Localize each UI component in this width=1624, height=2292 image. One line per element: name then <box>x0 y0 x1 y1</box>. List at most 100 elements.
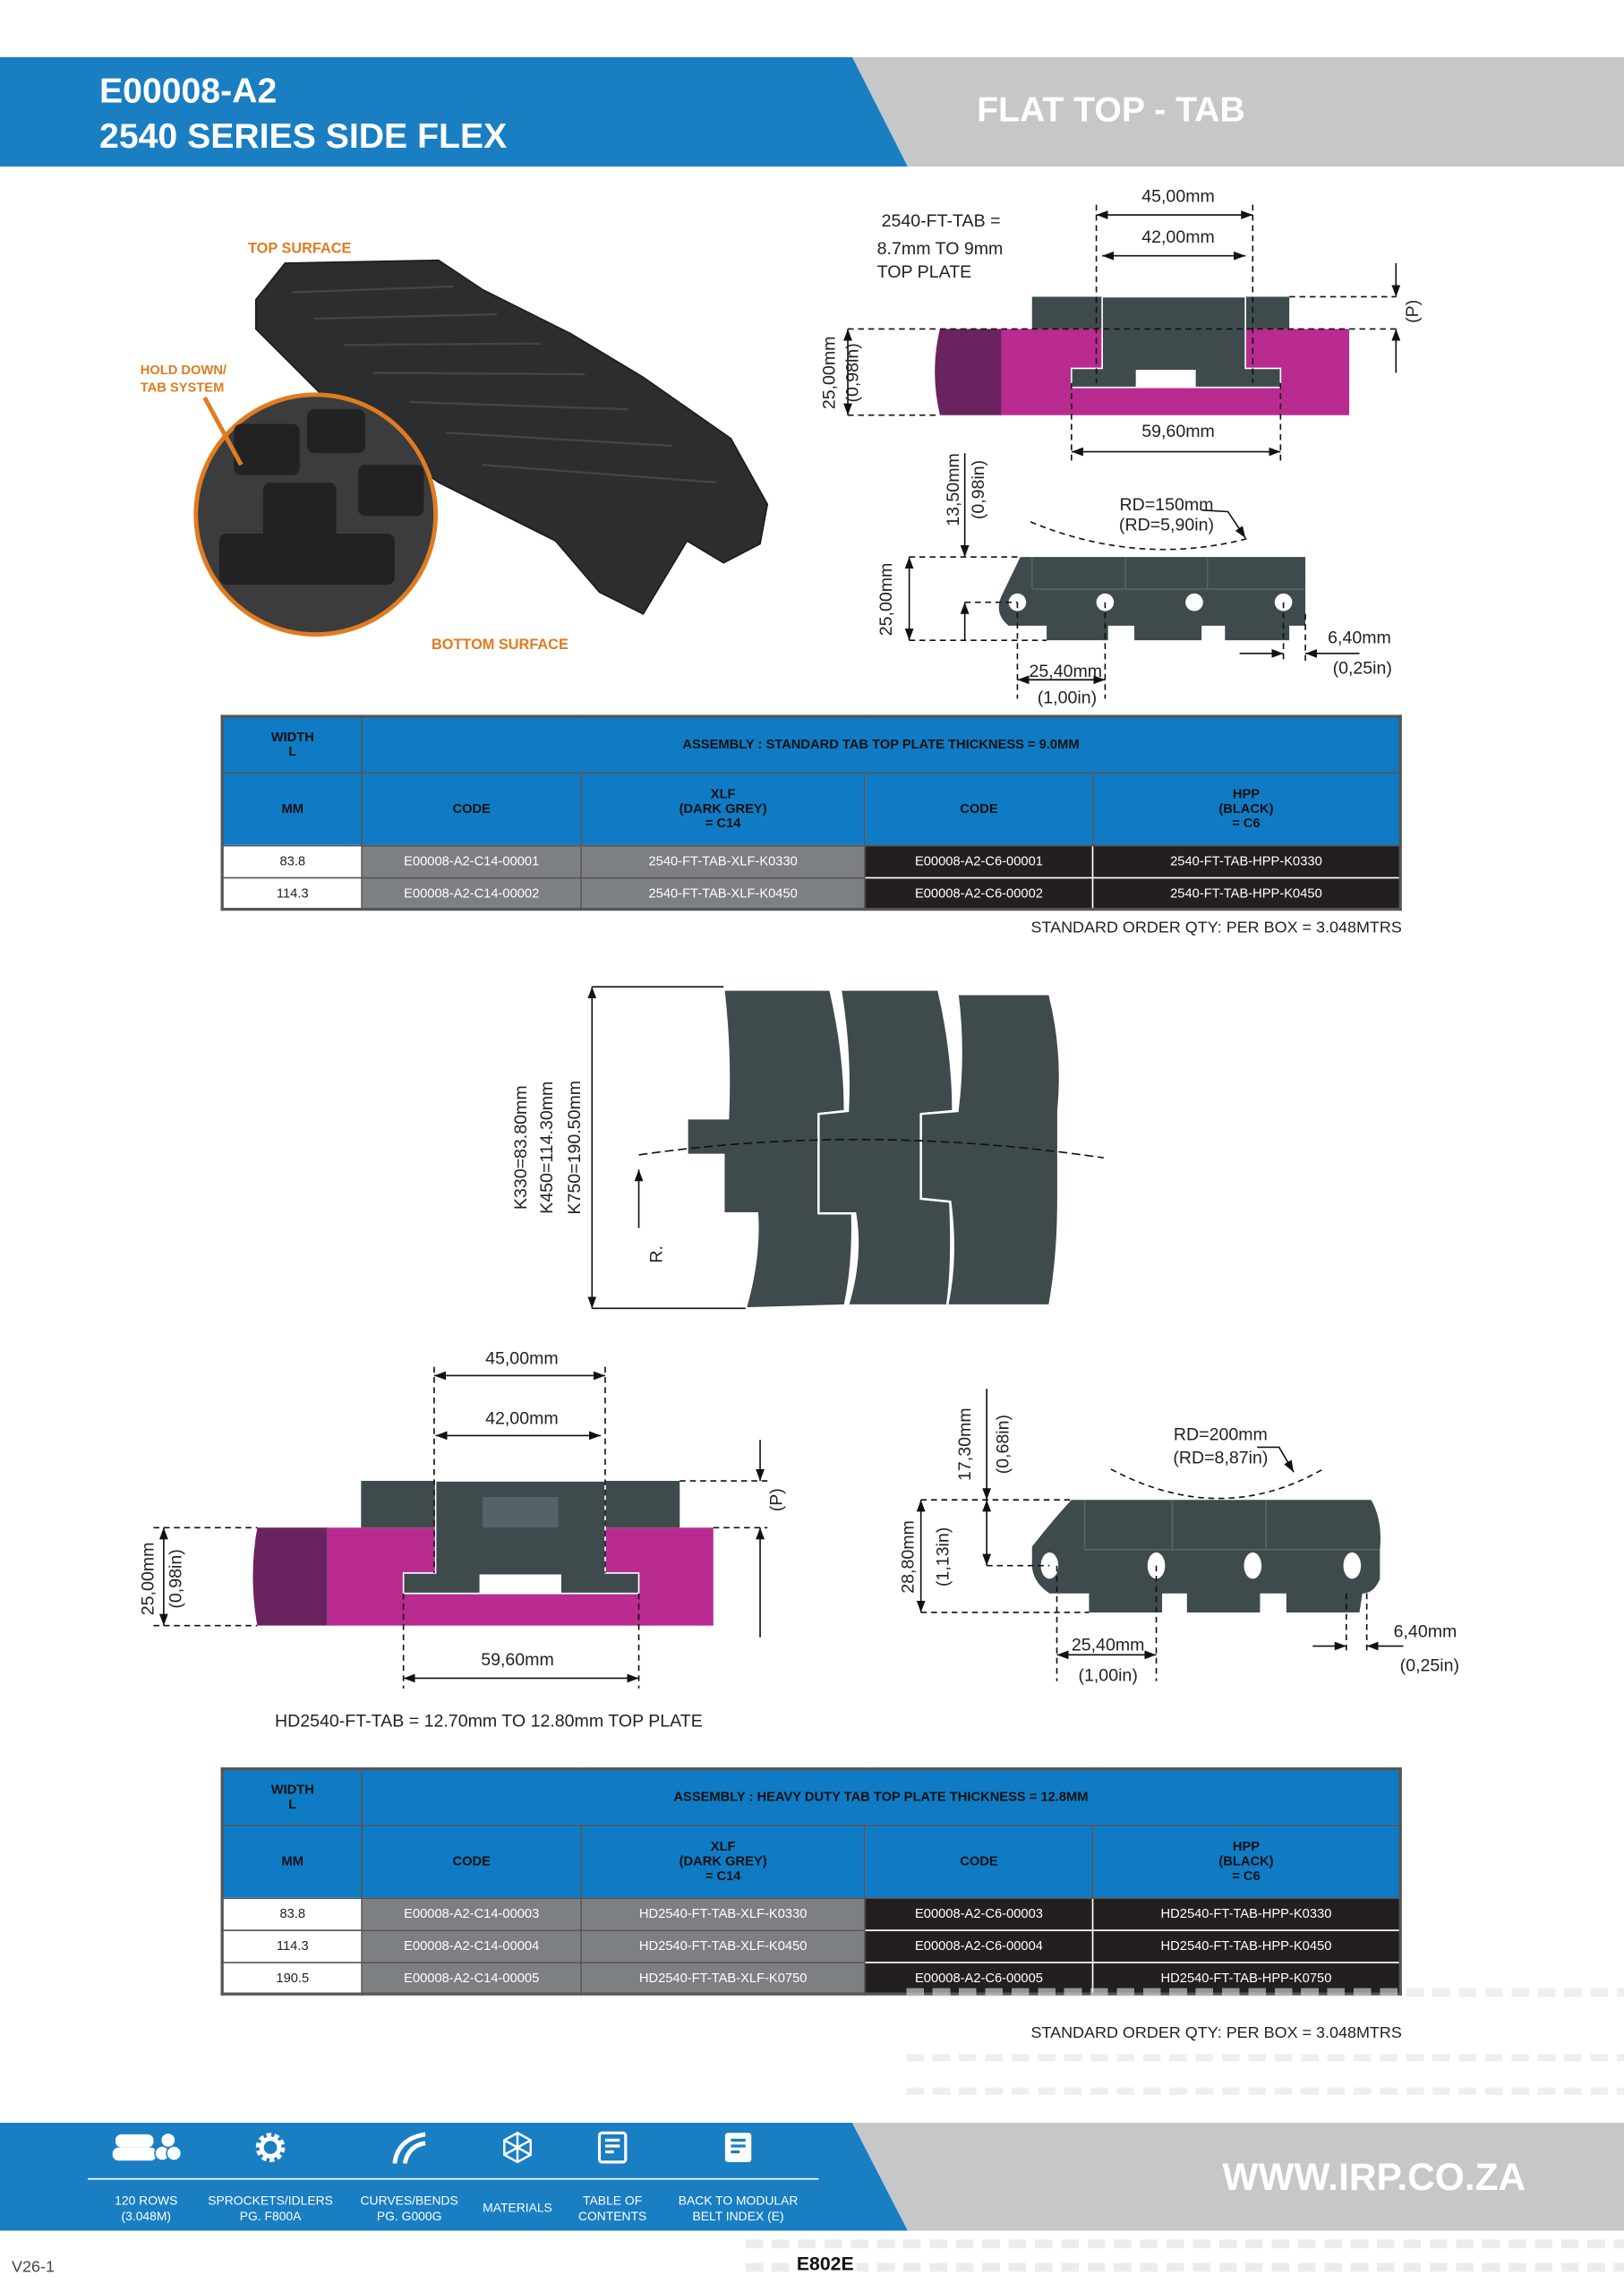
dim-25: 25,00mm <box>819 337 839 410</box>
hpp-part-cell: 2540-FT-TAB-HPP-K0450 <box>1091 876 1402 911</box>
hd-dim-pitch-in: (1,00in) <box>1078 1666 1137 1686</box>
width-cell: 114.3 <box>221 876 363 911</box>
standard-side-view: 13,50mm (0,98in) RD=150mm (RD=5,90in) 25… <box>876 453 1392 707</box>
curve-radius: R. <box>647 1245 667 1263</box>
std-note-2: 8.7mm TO 9mm <box>877 239 1004 259</box>
hpp-code-cell: E00008-A2-C6-00003 <box>864 1896 1094 1931</box>
curve-k330: K330=83.80mm <box>511 1085 531 1210</box>
code-header: CODE <box>361 771 582 846</box>
hpp-code-cell: E00008-A2-C6-00002 <box>864 876 1094 911</box>
website-link[interactable]: WWW.IRP.CO.ZA <box>1222 2154 1526 2199</box>
dim-p: (P) <box>1403 300 1423 323</box>
std-note-1: 2540-FT-TAB = <box>882 211 1001 231</box>
document-icon <box>597 2131 628 2164</box>
hd-dim-28-8: 28,80mm <box>899 1520 919 1594</box>
dim-side-25: 25,00mm <box>876 563 896 637</box>
assembly-header: ASSEMBLY : STANDARD TAB TOP PLATE THICKN… <box>361 715 1402 773</box>
dim-offset: 6,40mm <box>1328 628 1391 647</box>
dim-13-5: 13,50mm <box>944 453 963 526</box>
xlf-part-cell: 2540-FT-TAB-XLF-K0450 <box>580 876 867 911</box>
code-header-2: CODE <box>864 1823 1094 1899</box>
category-title: FLAT TOP - TAB <box>977 90 1245 131</box>
version-label: V26-1 <box>12 2258 56 2277</box>
table-row: 114.3 E00008-A2-C14-00002 2540-FT-TAB-XL… <box>221 876 1402 911</box>
hpp-code-cell: E00008-A2-C6-00001 <box>864 843 1094 878</box>
dim-25-in: (0,98in) <box>842 343 862 402</box>
product-series: 2540 SERIES SIDE FLEX <box>99 116 508 157</box>
hpp-code-cell: E00008-A2-C6-00004 <box>864 1929 1094 1963</box>
width-cell: 190.5 <box>221 1961 363 1995</box>
hd-dim-pitch: 25,40mm <box>1072 1635 1145 1655</box>
decorative-pattern <box>906 2054 1624 2062</box>
belt-product-photo: TOP SURFACE HOLD DOWN/ TAB SYSTEM BOTTOM… <box>141 240 769 653</box>
xlf-code-cell: E00008-A2-C14-00003 <box>361 1896 582 1931</box>
xlf-code-cell: E00008-A2-C14-00001 <box>361 843 582 878</box>
xlf-part-cell: HD2540-FT-TAB-XLF-K0450 <box>580 1929 867 1963</box>
molecule-icon <box>503 2131 532 2164</box>
document-icon <box>724 2133 752 2162</box>
dim-59: 59,60mm <box>1141 422 1215 441</box>
xlf-code-cell: E00008-A2-C14-00005 <box>361 1961 582 1995</box>
hpp-header: HPP(BLACK)= C6 <box>1091 1823 1402 1899</box>
hd-dim-45: 45,00mm <box>485 1348 559 1368</box>
standard-order-qty: STANDARD ORDER QTY: PER BOX = 3.048MTRS <box>1030 919 1402 937</box>
hd-dim-p: (P) <box>767 1488 787 1511</box>
hpp-header: HPP(BLACK)= C6 <box>1091 771 1402 846</box>
hd-dim-17-3: 17,30mm <box>955 1407 975 1481</box>
hd-dim-28-8-in: (1,13in) <box>934 1527 953 1586</box>
hd-note: HD2540-FT-TAB = 12.70mm TO 12.80mm TOP P… <box>275 1711 703 1731</box>
xlf-part-cell: 2540-FT-TAB-XLF-K0330 <box>580 843 867 878</box>
product-code: E00008-A2 <box>99 72 278 112</box>
hd-side-view: 17,30mm (0,68in) RD=200mm (RD=8,87in) 28… <box>899 1389 1459 1686</box>
hd-dim-25: 25,00mm <box>138 1543 158 1616</box>
curve-k450: K450=114.30mm <box>537 1082 557 1214</box>
width-cell: 83.8 <box>221 843 363 878</box>
radius-150-in: (RD=5,90in) <box>1119 516 1214 535</box>
bottom-surface-label: BOTTOM SURFACE <box>432 637 568 653</box>
code-header-2: CODE <box>864 771 1094 846</box>
footer-link-materials[interactable]: MATERIALS <box>452 2131 584 2217</box>
hd-dim-17-3-in: (0,68in) <box>994 1415 1013 1474</box>
hd-order-qty: STANDARD ORDER QTY: PER BOX = 3.048MTRS <box>1030 2024 1402 2043</box>
gear-icon <box>255 2133 286 2162</box>
xlf-part-cell: HD2540-FT-TAB-XLF-K0330 <box>580 1896 867 1931</box>
dim-13-5-in: (0,98in) <box>969 460 988 519</box>
table-row: 83.8 E00008-A2-C14-00003 HD2540-FT-TAB-X… <box>221 1896 1402 1931</box>
footer-link-rows[interactable]: 120 ROWS(3.048M) <box>81 2132 212 2225</box>
dim-42: 42,00mm <box>1141 227 1215 247</box>
xlf-header: XLF(DARK GREY)= C14 <box>580 771 867 846</box>
hd-dim-offset: 6,40mm <box>1394 1622 1457 1642</box>
hold-down-label-2: TAB SYSTEM <box>141 381 225 396</box>
hd-dim-25-in: (0,98in) <box>166 1549 185 1608</box>
table-row: 114.3 E00008-A2-C14-00004 HD2540-FT-TAB-… <box>221 1929 1402 1963</box>
xlf-code-cell: E00008-A2-C14-00004 <box>361 1929 582 1963</box>
xlf-part-cell: HD2540-FT-TAB-XLF-K0750 <box>580 1961 867 1995</box>
top-surface-label: TOP SURFACE <box>248 240 352 256</box>
dim-45: 45,00mm <box>1141 186 1215 206</box>
hd-dim-59: 59,60mm <box>481 1650 554 1670</box>
hold-down-label-1: HOLD DOWN/ <box>141 363 227 378</box>
assembly-header: ASSEMBLY : HEAVY DUTY TAB TOP PLATE THIC… <box>361 1767 1402 1826</box>
decorative-pattern <box>906 1988 1624 1997</box>
header-gray-band <box>851 56 1624 167</box>
radius-200-in: (RD=8,87in) <box>1173 1448 1268 1467</box>
page-title: E00008-A2 2540 SERIES SIDE FLEX <box>99 69 507 159</box>
header-blue-band <box>0 56 908 167</box>
curve-icon <box>392 2132 426 2164</box>
decorative-pattern <box>745 2239 1624 2249</box>
radius-150: RD=150mm <box>1119 495 1213 515</box>
width-cell: 83.8 <box>221 1896 363 1931</box>
xlf-code-cell: E00008-A2-C14-00002 <box>361 876 582 911</box>
table-row: 83.8 E00008-A2-C14-00001 2540-FT-TAB-XLF… <box>221 843 1402 878</box>
rolls-icon <box>112 2132 183 2162</box>
hd-dim-offset-in: (0,25in) <box>1400 1655 1459 1675</box>
